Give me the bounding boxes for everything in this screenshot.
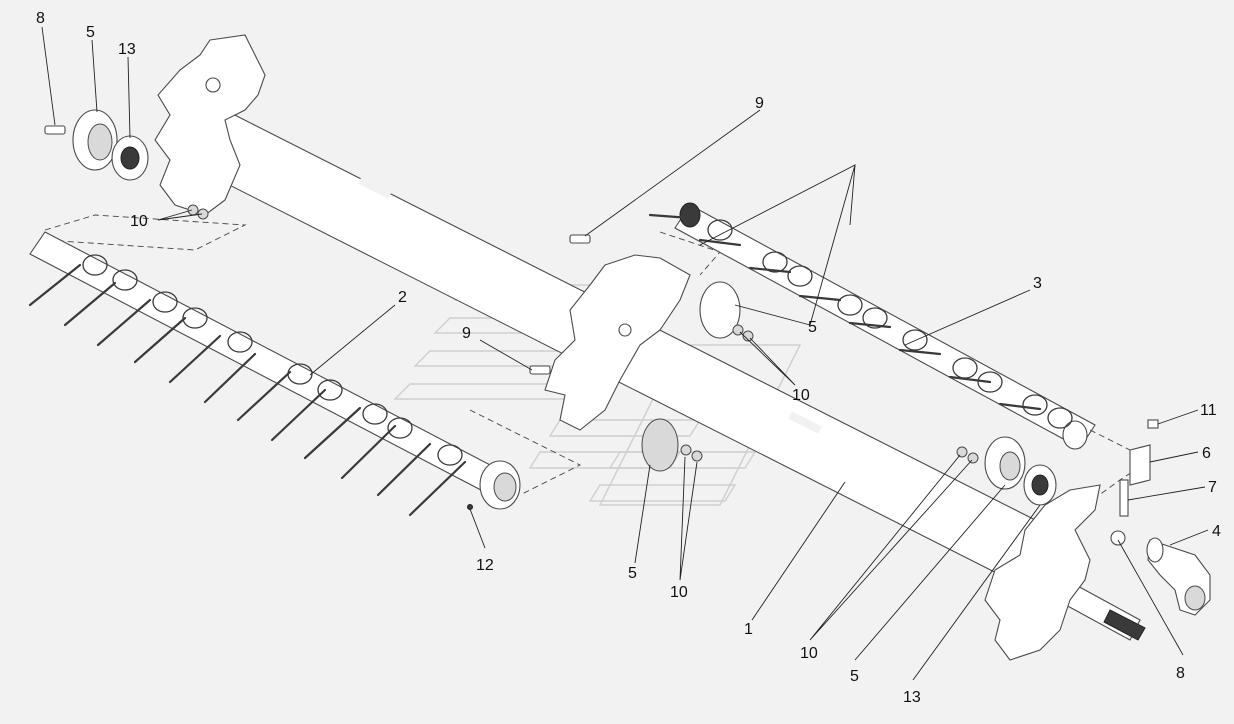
tine-bar-right [648, 202, 1096, 450]
callout-r-4: 4 [1212, 523, 1221, 540]
pin-assembly [1110, 419, 1159, 546]
callout-tl-5: 5 [86, 24, 95, 41]
callout-b-5r: 5 [850, 668, 859, 685]
bearing-housing-center [641, 281, 741, 472]
bolt-left [44, 125, 66, 135]
callout-r-6: 6 [1202, 445, 1211, 462]
callout-r-11: 11 [1200, 402, 1217, 419]
callout-b-13: 13 [903, 689, 921, 706]
callout-tl-10: 10 [130, 213, 148, 230]
nuts-right [956, 446, 979, 464]
callout-b-1: 1 [744, 621, 753, 638]
callout-r-5: 5 [808, 319, 817, 336]
callout-r-3: 3 [1033, 275, 1042, 292]
callout-b-5: 5 [628, 565, 637, 582]
callout-tc-9: 9 [755, 95, 764, 112]
coils-left [82, 254, 463, 466]
callout-b-10r: 10 [800, 645, 818, 662]
bearing-left [111, 135, 149, 181]
main-shaft [178, 97, 1146, 641]
spider-plate-left [154, 34, 266, 216]
callout-labels: 8 5 13 10 9 2 9 3 5 10 11 6 7 4 12 5 10 … [36, 10, 1221, 706]
callout-tl-13: 13 [118, 41, 136, 58]
tines-left [28, 263, 467, 517]
callout-l-12: 12 [476, 557, 494, 574]
dashed-line-center [469, 409, 582, 496]
dashed-line-left [44, 214, 247, 251]
spider-plate-right [984, 484, 1101, 661]
crank-arm [1146, 537, 1211, 616]
spider-plate-center [544, 254, 691, 431]
bearing-housing-left [72, 109, 118, 171]
tines-right [648, 213, 1042, 411]
callout-tl-8: 8 [36, 10, 45, 27]
bolts-center [529, 234, 591, 375]
callout-r-7: 7 [1208, 479, 1217, 496]
callout-l-2: 2 [398, 289, 407, 306]
nuts-left [187, 204, 209, 220]
callout-b-8: 8 [1176, 665, 1185, 682]
callout-c-10: 10 [792, 387, 810, 404]
bearing-right [1023, 464, 1057, 506]
callout-c-9: 9 [462, 325, 471, 342]
callout-b-10: 10 [670, 584, 688, 601]
coils-right [707, 219, 1073, 429]
leader-lines [41, 26, 1209, 681]
nuts-center [680, 324, 754, 462]
tine-bar-left [28, 231, 521, 517]
bearing-housing-right [984, 436, 1026, 490]
